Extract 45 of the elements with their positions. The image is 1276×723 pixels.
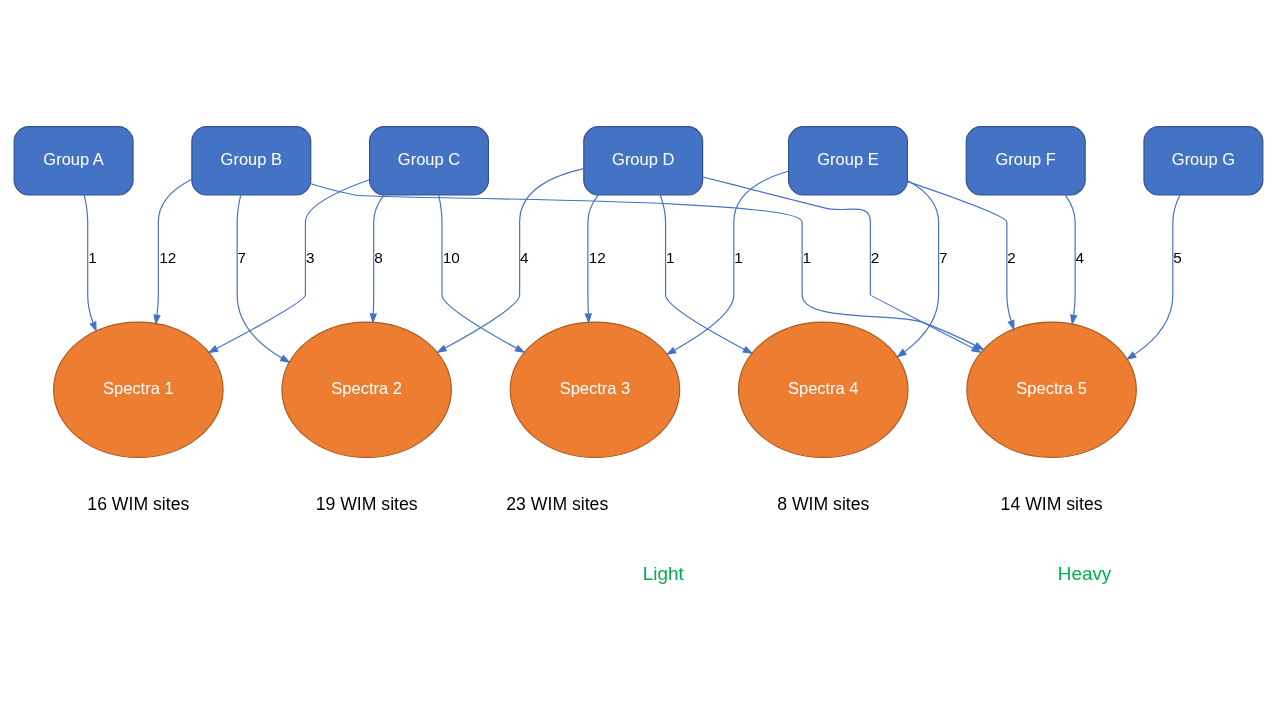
edge-label: 3 xyxy=(305,248,314,266)
edge-label: 1 xyxy=(802,248,811,266)
edge-label: 4 xyxy=(1075,248,1084,266)
arrow xyxy=(83,194,97,333)
node-label: 8 WIM sites xyxy=(776,493,869,514)
node-box: Group E xyxy=(787,126,908,196)
node-box: Group B xyxy=(190,126,311,196)
node-box: Group C xyxy=(368,126,489,196)
arrow xyxy=(1125,194,1180,361)
node-label: 19 WIM sites xyxy=(315,493,418,514)
arrow xyxy=(584,194,599,324)
edge-label: 2 xyxy=(1006,248,1016,266)
node-label: 23 WIM sites xyxy=(505,493,608,514)
edge-label: 1 xyxy=(665,248,675,266)
edge-label: 2 xyxy=(870,248,879,266)
label: Light xyxy=(642,562,684,584)
arrow xyxy=(437,194,525,354)
arrow xyxy=(895,179,939,358)
node-box: Group D xyxy=(582,126,703,196)
edge-label: 12 xyxy=(588,248,606,266)
edge-label: 4 xyxy=(519,248,529,266)
arrow xyxy=(906,181,1014,331)
arrow xyxy=(369,194,385,324)
edge-label: 12 xyxy=(158,248,176,266)
arrow xyxy=(1064,194,1077,326)
edge-label: 1 xyxy=(733,248,743,266)
arrow xyxy=(152,178,192,326)
edge-label: 5 xyxy=(1172,248,1182,266)
edge-label: 7 xyxy=(237,248,246,266)
node-label: 16 WIM sites xyxy=(86,493,189,514)
arrow xyxy=(435,168,584,354)
label: Heavy xyxy=(1057,562,1111,584)
edge-label: 1 xyxy=(87,248,97,266)
node-box: Group F xyxy=(965,126,1086,196)
edge-label: 10 xyxy=(442,248,460,266)
arrow xyxy=(236,194,291,364)
arrow xyxy=(659,194,753,355)
node-box: Group G xyxy=(1142,126,1263,196)
arrow xyxy=(701,176,982,353)
arrow xyxy=(207,179,370,354)
edge-label: 8 xyxy=(373,248,383,266)
arrow xyxy=(665,170,789,356)
node-box: Group A xyxy=(13,126,134,196)
node-label: 14 WIM sites xyxy=(1000,493,1103,514)
edge-label: 7 xyxy=(938,248,948,266)
